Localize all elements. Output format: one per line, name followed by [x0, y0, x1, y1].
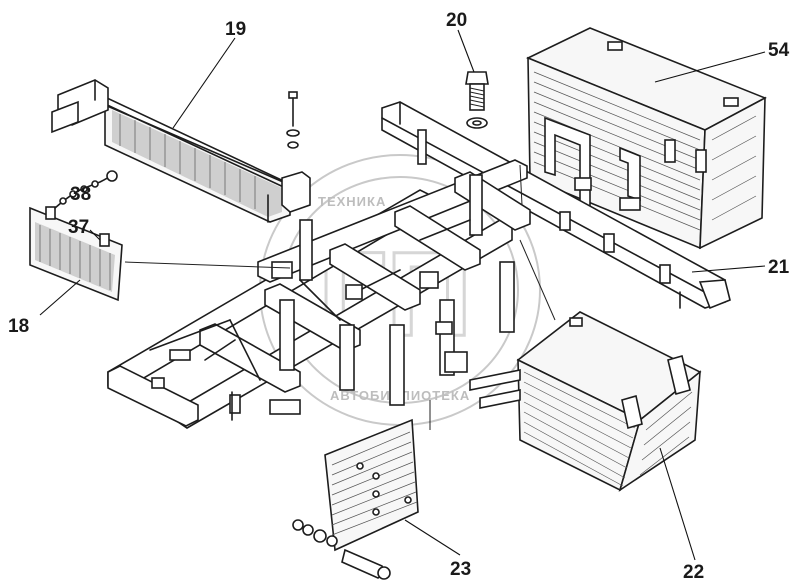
bolt-washer-set — [292, 519, 391, 580]
license-plate-flap — [29, 206, 123, 302]
side-rail — [381, 101, 731, 310]
flap-strip-hatching — [119, 114, 256, 209]
callout-19: 19 — [225, 19, 246, 40]
callout-20: 20 — [446, 10, 467, 31]
callout-37: 37 — [68, 217, 89, 238]
chassis-frame — [107, 159, 556, 430]
bolt-assembly — [465, 71, 489, 129]
battery-box — [469, 311, 702, 492]
callouts: 19 20 54 38 37 18 21 22 23 — [8, 10, 790, 583]
callout-54: 54 — [768, 40, 790, 61]
callout-18: 18 — [8, 316, 29, 337]
plate-hatching — [39, 225, 111, 290]
vertical-bolt-small — [286, 91, 300, 149]
callout-21: 21 — [768, 257, 790, 278]
mounting-plate-hatching — [331, 431, 418, 536]
callout-23: 23 — [450, 559, 471, 580]
battery-box-hatching — [523, 371, 693, 487]
chain-with-ring — [54, 170, 118, 209]
watermark-arc-text: ТЕХНИКА — [318, 194, 386, 209]
tool-box-upper — [526, 27, 767, 250]
callout-38: 38 — [70, 184, 91, 205]
callout-22: 22 — [683, 562, 704, 583]
mudguard-flap-strip — [51, 79, 311, 223]
mounting-plate — [324, 418, 419, 552]
